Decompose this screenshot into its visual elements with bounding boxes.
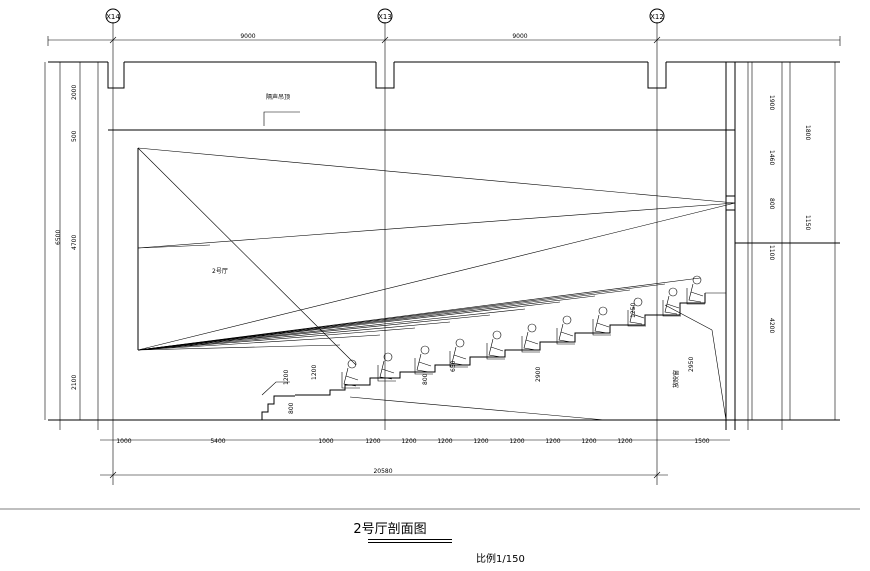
bottom-dimension-row: 1000 5400 1000 1200 1200 1200 1200 1200 … (100, 438, 730, 445)
bottom-dim-7: 1200 (473, 438, 488, 445)
bottom-dim-3: 1000 (318, 438, 333, 445)
seat-row (449, 338, 468, 368)
right-dim-4: 1100 (768, 245, 775, 260)
annotation-1250: 1250 (630, 303, 637, 318)
drawing-title: 2号厅剖面图 (353, 522, 427, 537)
scale-label: 比例1/150 (476, 554, 525, 565)
overall-dim-value: 20580 (373, 468, 392, 475)
title-underline (368, 539, 452, 540)
overall-dimension: 20580 (100, 468, 668, 479)
room-label: 2号厅 (212, 268, 228, 275)
right-dim-3: 800 (768, 198, 775, 210)
seat-row (377, 352, 396, 382)
right-dim-1: 1900 (768, 95, 775, 110)
axis-label-x13: X13 (378, 13, 392, 21)
top-dimension-line: 9000 9000 (47, 33, 841, 46)
title-underline-2 (368, 542, 452, 543)
axis-lines (112, 22, 658, 485)
bottom-dim-11: 1200 (617, 438, 632, 445)
seat-row (341, 359, 360, 389)
bottom-dim-4: 1200 (365, 438, 380, 445)
left-dim-3: 4700 (71, 235, 78, 250)
annotation-1200: 1200 (311, 365, 318, 380)
annotation-650: 650 (450, 360, 457, 372)
right-dim-5: 4200 (768, 318, 775, 333)
axis-label-x12: X12 (650, 13, 664, 21)
left-dim-4: 2100 (71, 375, 78, 390)
bottom-dim-9: 1200 (545, 438, 560, 445)
annotation-2950: 2950 (688, 357, 695, 372)
axis-bubble-x14: X14 (105, 8, 121, 24)
axis-bubble-x12: X12 (649, 8, 665, 24)
seat-row (521, 323, 540, 353)
axis-bubble-x13: X13 (377, 8, 393, 24)
ceiling: 隔声吊顶 (108, 93, 735, 131)
entrance-stair: 1200 800 (261, 370, 295, 420)
stair-dim-1: 1200 (283, 370, 290, 385)
bottom-dim-5: 1200 (401, 438, 416, 445)
bottom-dim-1: 1000 (116, 438, 131, 445)
bottom-dim-2: 5400 (210, 438, 225, 445)
right-dim-7: 1150 (804, 215, 811, 230)
projection-window-label: 放映窗 (672, 370, 680, 388)
bottom-dim-10: 1200 (581, 438, 596, 445)
rear-wall (664, 62, 840, 430)
left-dim-2: 500 (71, 130, 78, 142)
bottom-dim-6: 1200 (437, 438, 452, 445)
seat-row (486, 330, 505, 360)
annotation-800: 800 (422, 373, 429, 385)
bottom-dim-8: 1200 (509, 438, 524, 445)
seating-rows (341, 275, 705, 389)
left-dim-5: 6500 (55, 230, 62, 245)
bottom-dim-12: 1500 (694, 438, 709, 445)
left-vertical-dimensions: 2000 500 4700 2100 6500 (44, 62, 81, 420)
right-dim-2: 1460 (768, 150, 775, 165)
roof-slab (48, 61, 840, 430)
right-dim-6: 1800 (804, 125, 811, 140)
right-vertical-dimensions: 1900 1460 800 1100 4200 1800 1150 (751, 62, 836, 420)
sightlines: 2号厅 (137, 147, 736, 366)
dim-top-2: 9000 (512, 33, 527, 40)
seat-row (627, 297, 646, 327)
dim-top-1: 9000 (240, 33, 255, 40)
seat-row (556, 315, 575, 345)
annotations: 放映窗 2950 2900 650 800 1200 1250 (311, 303, 695, 388)
ceiling-label: 隔声吊顶 (266, 93, 290, 101)
axis-label-x14: X14 (106, 13, 120, 21)
annotation-2900: 2900 (535, 367, 542, 382)
stair-dim-2: 800 (288, 402, 295, 414)
seat-row (686, 275, 705, 305)
left-dim-1: 2000 (71, 85, 78, 100)
seat-row (414, 345, 433, 375)
seat-row (662, 287, 681, 317)
seat-row (592, 306, 611, 336)
stepped-floor (48, 293, 840, 421)
